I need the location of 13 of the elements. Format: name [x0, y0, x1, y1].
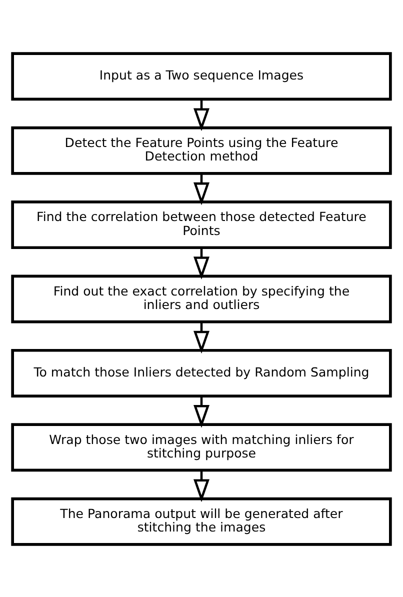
node-box: The Panorama output will be generated after stitching the images: [11, 496, 392, 546]
arrow: [194, 396, 210, 428]
node-box: Input as a Two sequence Images: [11, 52, 392, 100]
node-box: Wrap those two images with matching inliers for stitching purpose: [11, 422, 392, 472]
arrow: [194, 99, 210, 131]
arrow: [194, 470, 210, 502]
node-box: Find the correlation between those detected Feature Points: [11, 200, 392, 249]
node-box: To match those Inliers detected by Random Sampling: [11, 348, 392, 397]
arrow: [194, 173, 210, 205]
arrow: [194, 247, 210, 279]
arrow: [194, 322, 210, 354]
node-box: Find out the exact correlation by specifying the inliers and outliers: [11, 274, 392, 323]
node-box: Detect the Feature Points using the Feature Detection method: [11, 126, 392, 174]
